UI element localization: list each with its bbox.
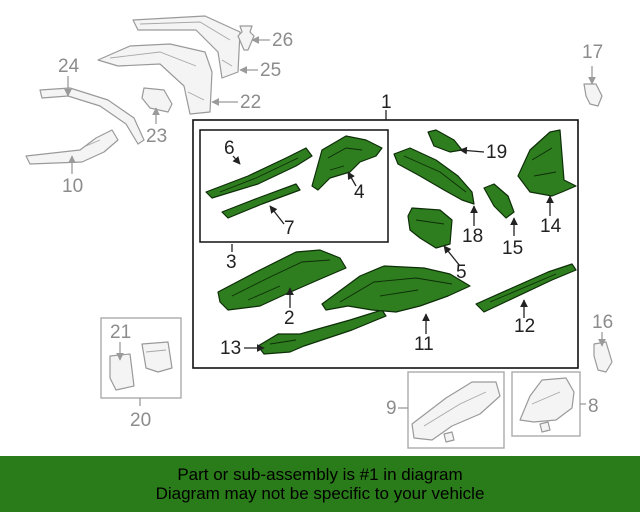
- callout-17: 17: [582, 42, 603, 63]
- banner-line-1: Part or sub-assembly is #1 in diagram: [177, 465, 463, 484]
- callout-24: 24: [58, 56, 80, 77]
- callout-19: 19: [486, 142, 507, 163]
- callout-7: 7: [284, 218, 295, 239]
- part-13-rail[interactable]: [257, 309, 387, 355]
- callout-3: 3: [226, 252, 237, 273]
- part-7-panel[interactable]: [221, 183, 301, 219]
- part-8-assembly[interactable]: [519, 377, 575, 433]
- callout-8: 8: [588, 396, 599, 417]
- part-25-apron-upper[interactable]: [132, 15, 241, 79]
- callout-26: 26: [272, 30, 293, 51]
- callout-18: 18: [462, 226, 483, 247]
- part-6-panel[interactable]: [205, 147, 313, 199]
- callout-20: 20: [130, 410, 151, 431]
- part-5-bracket[interactable]: [407, 207, 453, 249]
- part-12-sill[interactable]: [475, 263, 577, 313]
- callout-6: 6: [224, 138, 235, 159]
- callout-14: 14: [540, 216, 562, 237]
- callout-4: 4: [354, 182, 365, 203]
- part-20-housing[interactable]: [141, 341, 173, 373]
- callout-15: 15: [502, 238, 523, 259]
- part-21-bracket[interactable]: [109, 353, 135, 391]
- part-22-apron-reinforcement[interactable]: [97, 43, 213, 115]
- callout-13: 13: [220, 338, 241, 359]
- part-10-lower-rail[interactable]: [25, 129, 119, 165]
- part-17-bracket[interactable]: [583, 83, 603, 107]
- part-11-floor-rail[interactable]: [321, 265, 471, 313]
- callout-25: 25: [260, 60, 281, 81]
- part-4-bracket[interactable]: [311, 135, 383, 191]
- callout-5: 5: [456, 262, 467, 283]
- callout-12: 12: [514, 316, 535, 337]
- callout-10: 10: [62, 176, 83, 197]
- callout-16: 16: [592, 312, 613, 333]
- callout-21: 21: [110, 322, 131, 343]
- callout-9: 9: [386, 398, 397, 419]
- part-26-clip[interactable]: [237, 25, 255, 51]
- part-15-bracket[interactable]: [483, 183, 515, 219]
- callout-11: 11: [414, 334, 434, 355]
- info-banner: Part or sub-assembly is #1 in diagram Di…: [0, 456, 640, 512]
- parts-diagram: 1 6 7 4 3 2 5 11 12 13 18 19 15 14 26 25…: [25, 15, 613, 449]
- banner-line-2: Diagram may not be specific to your vehi…: [155, 484, 485, 503]
- callout-22: 22: [240, 92, 261, 113]
- callout-2: 2: [284, 308, 295, 329]
- part-9-assembly[interactable]: [411, 381, 501, 443]
- part-2-rail-assembly[interactable]: [217, 249, 347, 311]
- part-23-bracket[interactable]: [141, 87, 173, 113]
- part-16-bracket[interactable]: [593, 341, 613, 373]
- part-18-rail[interactable]: [393, 147, 475, 205]
- callout-1: 1: [381, 92, 392, 113]
- part-24-upper-rail[interactable]: [39, 87, 145, 145]
- callout-23: 23: [146, 126, 167, 147]
- part-14-panel[interactable]: [517, 129, 577, 197]
